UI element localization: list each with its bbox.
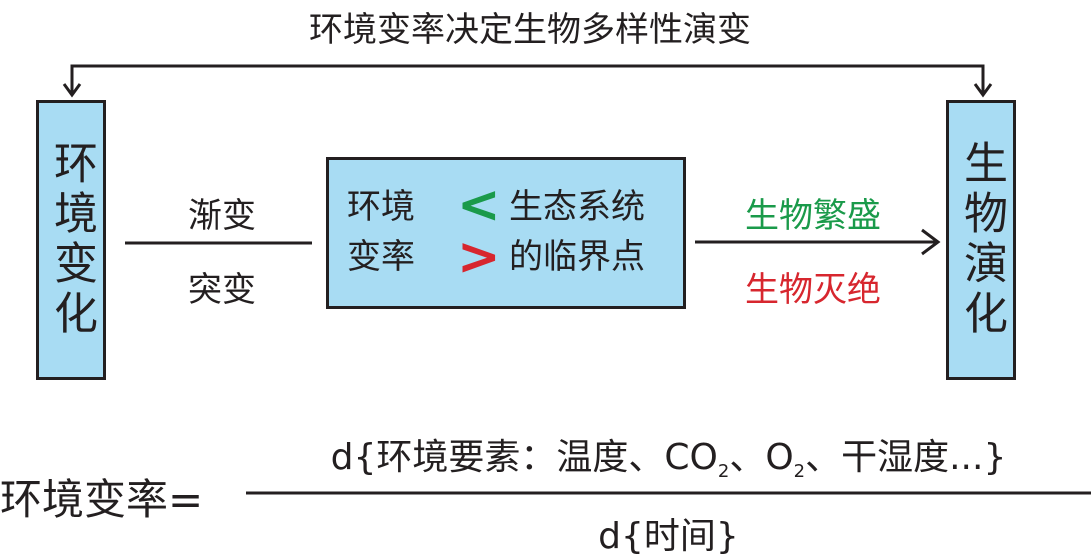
biological-evolution-label: 生物演化 — [956, 140, 1007, 340]
top-bracket — [70, 64, 985, 95]
abrupt-change-label: 突变 — [188, 270, 256, 310]
greater-than-symbol: > — [457, 227, 501, 287]
gradual-change-label: 渐变 — [188, 196, 256, 236]
left-arrowhead — [62, 83, 82, 98]
extinction-label: 生物灭绝 — [745, 270, 881, 310]
less-than-symbol: < — [457, 175, 501, 235]
environment-change-label: 环境变化 — [46, 140, 97, 340]
formula-lhs: 环境变率= — [0, 475, 204, 524]
threshold-label: 生态系统 的临界点 — [509, 187, 645, 277]
environment-change-box: 环境变化 — [36, 100, 106, 380]
flourish-label: 生物繁盛 — [745, 196, 881, 236]
formula-denominator: d{时间} — [598, 516, 739, 557]
diagram-title: 环境变率决定生物多样性演变 — [309, 10, 751, 50]
rate-label: 环境 变率 — [347, 187, 415, 277]
threshold-box: 环境 变率 < > 生态系统 的临界点 — [326, 157, 686, 309]
biological-evolution-box: 生物演化 — [946, 100, 1016, 380]
formula-numerator: d{环境要素：温度、CO2、O2、干湿度...} — [330, 437, 1007, 483]
outcome-arrowhead — [921, 228, 941, 256]
right-arrowhead — [973, 83, 993, 98]
